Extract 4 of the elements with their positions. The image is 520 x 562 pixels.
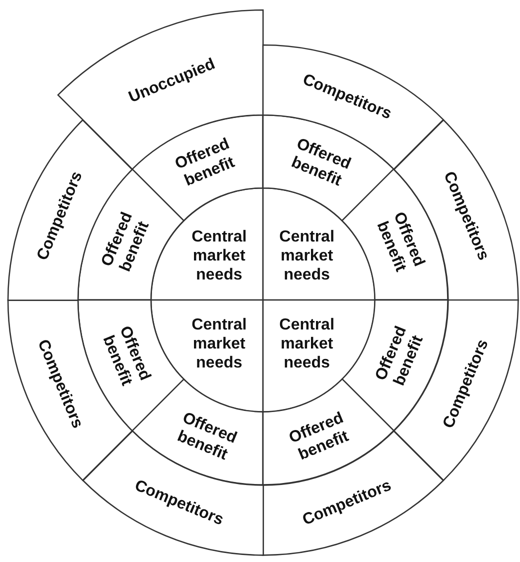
segment-label: Central market needs [278, 315, 336, 372]
segment-label: Central market needs [190, 315, 248, 372]
segment-label: Central market needs [190, 228, 248, 285]
segment-label: Central market needs [278, 228, 336, 285]
